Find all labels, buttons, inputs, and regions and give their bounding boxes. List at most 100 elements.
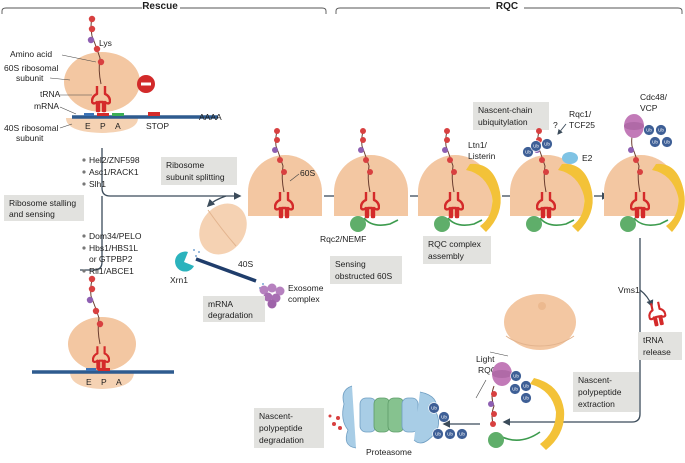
rqc-assembly-line2: assembly xyxy=(428,251,465,261)
exosome-label-line1: Exosome xyxy=(288,283,324,293)
rqc2-linker xyxy=(363,217,399,226)
rescued-ribosome: E P A xyxy=(32,275,174,389)
small-subunit-40s xyxy=(70,372,134,389)
rqc1-label-line2: TCF25 xyxy=(569,120,595,130)
ubiquitin-icon xyxy=(541,138,553,150)
mrna-fragment xyxy=(195,257,257,283)
peptide-bond-line xyxy=(631,131,641,193)
amino-acid xyxy=(367,169,373,175)
amino-acid xyxy=(96,320,104,328)
lysine xyxy=(628,147,634,153)
bullet xyxy=(82,158,86,162)
bullet xyxy=(82,269,86,273)
light-rqc-line2: RQC xyxy=(478,365,497,375)
sensing-box-line1: Sensing xyxy=(335,259,366,269)
amino-acid xyxy=(491,411,497,417)
site-p-codon xyxy=(98,368,110,371)
leader-line xyxy=(59,106,77,115)
60s-label: 60S xyxy=(300,168,315,178)
stalling-box-line1: Ribosome stalling xyxy=(9,198,76,208)
amino-acid xyxy=(274,128,280,134)
xrn1-enzyme xyxy=(175,251,194,272)
lysine xyxy=(442,147,448,153)
xrn1-label: Xrn1 xyxy=(170,275,188,285)
splitting-box-line1: Ribosome xyxy=(166,160,205,170)
site-e-codon xyxy=(84,113,94,116)
ubiquitylation-box-bg xyxy=(473,102,549,130)
ubiquitin-icon xyxy=(510,370,522,382)
ubiquitin-icon xyxy=(438,411,450,423)
lysine xyxy=(86,296,94,304)
large-subunit-60s xyxy=(64,52,140,112)
polya-label: AAAA xyxy=(199,112,222,122)
amino-acid xyxy=(447,157,453,163)
exosome-complex xyxy=(259,283,285,309)
rqc2-linker xyxy=(633,217,669,226)
nucleotide xyxy=(195,255,197,257)
stalled-ribosome xyxy=(64,15,218,133)
extraction-path-arrow xyxy=(502,238,641,426)
subunit-edge xyxy=(505,335,575,347)
proteasome-cap-left xyxy=(342,385,357,449)
rqc1-label-line1: Rqc1/ xyxy=(569,109,592,119)
rqc2-linker xyxy=(499,431,541,441)
ubiquitin-icon xyxy=(432,428,444,440)
ltn1-protein xyxy=(558,163,593,232)
sensing-box: Sensing obstructed 60S xyxy=(330,256,402,284)
lys-label: Lys xyxy=(99,38,112,48)
splitting-box-line2: subunit splitting xyxy=(166,172,225,182)
rqc-stage-cdc48: Cdc48/ VCP xyxy=(604,92,685,232)
site-p-codon xyxy=(97,113,109,116)
stalling-box: Ribosome stalling and sensing xyxy=(4,195,84,221)
amino-acid xyxy=(274,137,280,143)
cdc48-label-line1: Cdc48/ xyxy=(640,92,668,102)
np-degradation-line1: Nascent- xyxy=(259,411,293,421)
site-e-label: E xyxy=(86,377,92,387)
rqc2-domain xyxy=(620,216,636,232)
site-p-label: P xyxy=(101,377,107,387)
rqc-assembly-box: RQC complex assembly xyxy=(423,236,491,264)
amino-acid xyxy=(360,128,366,134)
ubiquitin-icon xyxy=(456,428,468,440)
splitting-factor-list: Dom34/PELO Hbs1/HBS1L or GTPBP2 Rli1/ABC… xyxy=(82,231,142,276)
rqc2-label: Rqc2/NEMF xyxy=(320,234,366,244)
amino-acid xyxy=(93,45,101,53)
rqc2-linker xyxy=(539,217,575,226)
nucleotide xyxy=(262,283,264,285)
ltn1-label-line2: Listerin xyxy=(468,151,496,161)
rqc2-domain xyxy=(350,216,366,232)
factor-asc1: Asc1/RACK1 xyxy=(89,167,139,177)
amino-acid xyxy=(277,157,283,163)
mrna-degradation-line1: mRNA xyxy=(208,299,233,309)
small-subunit-40s xyxy=(199,203,247,255)
large-subunit-60s xyxy=(504,294,576,350)
amino-acid xyxy=(543,169,549,175)
minus-bar xyxy=(141,82,151,86)
rqc2-linker xyxy=(447,217,483,226)
subunit-groove xyxy=(207,209,237,247)
to-40s-arrow xyxy=(206,195,227,208)
site-e-codon xyxy=(86,368,96,371)
leader-line xyxy=(289,173,300,182)
factor-slh1: Slh1 xyxy=(89,179,106,189)
rqc-bracket xyxy=(335,7,683,14)
splitting-box-bg xyxy=(161,157,237,185)
factor-hbs1: Hbs1/HBS1L xyxy=(89,243,138,253)
ubiquitylation-line1: Nascent-chain xyxy=(478,105,533,115)
factor-hel2: Hel2/ZNF598 xyxy=(89,155,140,165)
factor-gtpbp2: or GTPBP2 xyxy=(89,254,133,264)
e2-label: E2 xyxy=(582,153,593,163)
bullet xyxy=(82,182,86,186)
site-a-label: A xyxy=(115,121,121,131)
amino-acid xyxy=(491,391,497,397)
light-rqc-line1: Light xyxy=(476,354,495,364)
lysine xyxy=(488,401,494,407)
light-rqc-bracket xyxy=(489,351,509,357)
leader-line xyxy=(61,54,97,63)
mrna-label: mRNA xyxy=(34,101,59,111)
stop-codon xyxy=(148,112,160,116)
extraction-line3: extraction xyxy=(578,399,615,409)
trna-release-box-bg xyxy=(638,332,682,360)
